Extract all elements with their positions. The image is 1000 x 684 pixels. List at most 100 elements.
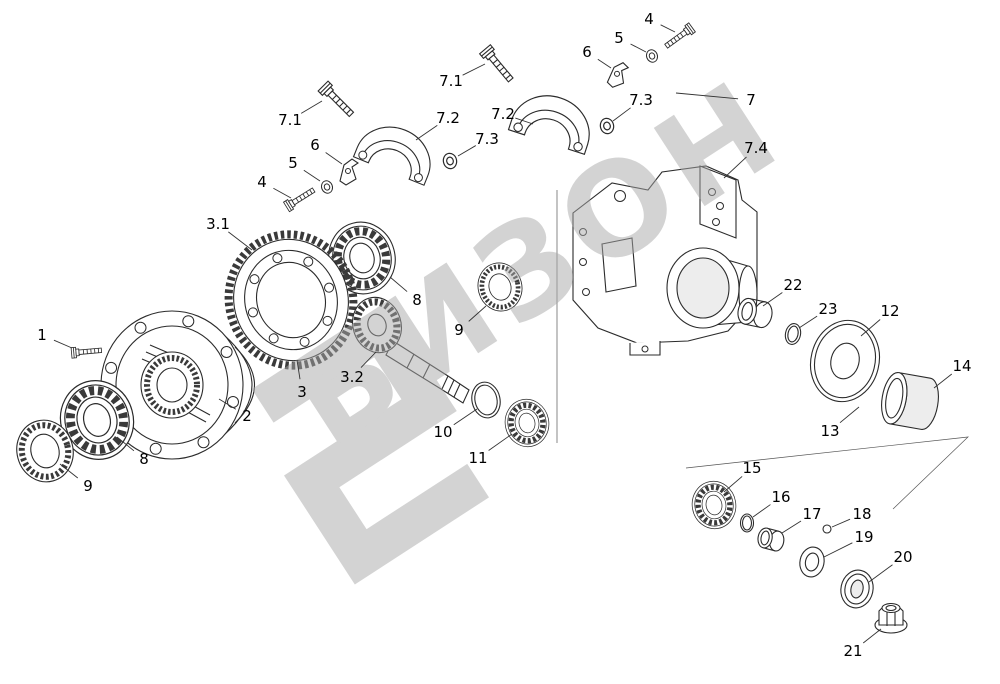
callout-label-7.2: 7.2: [491, 105, 515, 123]
callout-leader-1: [630, 43, 647, 53]
differential-case: [100, 310, 256, 460]
callout-leader-13: [273, 187, 292, 199]
cap-bolt-right: [479, 44, 517, 85]
callout-leader-9: [415, 124, 438, 141]
callout-label-20: 20: [893, 548, 912, 566]
callout-leader-17: [53, 339, 73, 349]
callout-leader-2: [597, 58, 612, 69]
bearing-output: [688, 478, 739, 532]
retaining-ring: [739, 513, 755, 533]
callout-label-6: 6: [310, 136, 320, 154]
callout-leader-33: [831, 518, 851, 528]
callout-leader-6: [675, 92, 739, 100]
callout-label-7.1: 7.1: [278, 111, 302, 129]
callout-label-4: 4: [644, 10, 654, 28]
snap-ring: [784, 323, 802, 345]
callout-leader-24: [488, 433, 513, 451]
callout-label-6: 6: [582, 43, 592, 61]
callout-label-7.1: 7.1: [439, 72, 463, 90]
callout-leader-18: [360, 351, 377, 368]
bearing-cap-left: [352, 115, 442, 186]
callout-label-8: 8: [412, 291, 422, 309]
callout-label-14: 14: [952, 357, 971, 375]
callout-label-7: 7: [746, 91, 756, 109]
callout-leader-16: [468, 305, 487, 322]
callout-leader-10: [457, 145, 477, 157]
callout-label-15: 15: [742, 459, 761, 477]
callout-leader-34: [823, 542, 853, 558]
oil-seal: [840, 569, 874, 609]
pin: [822, 524, 832, 534]
callout-leader-12: [303, 169, 321, 182]
callout-label-19: 19: [854, 528, 873, 546]
lock-washer-left: [319, 178, 335, 196]
callout-label-3: 3: [297, 383, 307, 401]
flange-bolt: [70, 344, 103, 359]
callout-label-21: 21: [843, 642, 862, 660]
callout-leader-27: [860, 319, 881, 337]
spacer-sleeve: [737, 297, 773, 329]
callout-leader-36: [862, 628, 882, 644]
callout-leader-21: [116, 436, 135, 452]
carrier-housing: [572, 165, 758, 356]
callout-leader-15: [389, 276, 408, 292]
spacer-bush: [757, 527, 785, 552]
lock-plate-top: [606, 60, 630, 90]
callout-leader-8: [300, 100, 323, 114]
flange-nut: [874, 602, 908, 634]
callout-label-9: 9: [83, 477, 93, 495]
callout-label-1: 1: [37, 326, 47, 344]
callout-leader-14: [228, 231, 253, 251]
callout-label-13: 13: [820, 422, 839, 440]
callout-label-18: 18: [852, 505, 871, 523]
thrust-washer: [810, 319, 880, 403]
callout-label-8: 8: [139, 450, 149, 468]
cap-bolt-left: [317, 80, 357, 120]
callout-leader-26: [798, 315, 818, 329]
callout-leader-23: [453, 408, 478, 426]
flat-washer: [799, 546, 825, 578]
callout-leader-25: [762, 292, 783, 307]
callout-leader-0: [660, 24, 676, 33]
callout-label-12: 12: [880, 302, 899, 320]
callout-label-11: 11: [468, 449, 487, 467]
callout-leader-4: [515, 117, 534, 125]
callout-label-17: 17: [802, 505, 821, 523]
callout-leader-22: [59, 463, 79, 479]
lock-plate-left: [339, 158, 359, 186]
callout-label-2: 2: [242, 407, 252, 425]
callout-label-4: 4: [257, 173, 267, 191]
callout-leader-28: [839, 406, 860, 424]
callout-label-7.4: 7.4: [744, 139, 768, 157]
callout-label-10: 10: [433, 423, 452, 441]
callout-label-16: 16: [771, 488, 790, 506]
callout-leader-29: [933, 373, 953, 389]
callout-label-7.3: 7.3: [475, 130, 499, 148]
callout-leader-20: [218, 398, 237, 410]
callout-label-23: 23: [818, 300, 837, 318]
callout-leader-7: [723, 156, 747, 179]
callout-leader-32: [781, 520, 802, 534]
lock-bolt-top: [662, 22, 696, 52]
construction-lines: [556, 190, 969, 510]
callout-label-7.3: 7.3: [629, 91, 653, 109]
callout-label-3.1: 3.1: [206, 215, 230, 233]
callout-leader-35: [868, 564, 893, 583]
cap-washer-left: [441, 151, 459, 171]
callout-leader-30: [723, 476, 743, 493]
lock-bolt-left: [283, 184, 318, 213]
callout-label-7.2: 7.2: [436, 109, 460, 127]
callout-leader-5: [612, 107, 631, 122]
callout-leader-11: [325, 152, 343, 165]
bushing: [881, 371, 939, 430]
watermark-glyph: [251, 301, 490, 585]
callout-label-5: 5: [614, 29, 624, 47]
callout-label-9: 9: [454, 321, 464, 339]
callout-label-3.2: 3.2: [340, 368, 364, 386]
shim-ring: [471, 381, 501, 419]
callout-label-5: 5: [288, 154, 298, 172]
lock-washer-top: [644, 47, 660, 65]
callout-leader-3: [462, 63, 486, 76]
